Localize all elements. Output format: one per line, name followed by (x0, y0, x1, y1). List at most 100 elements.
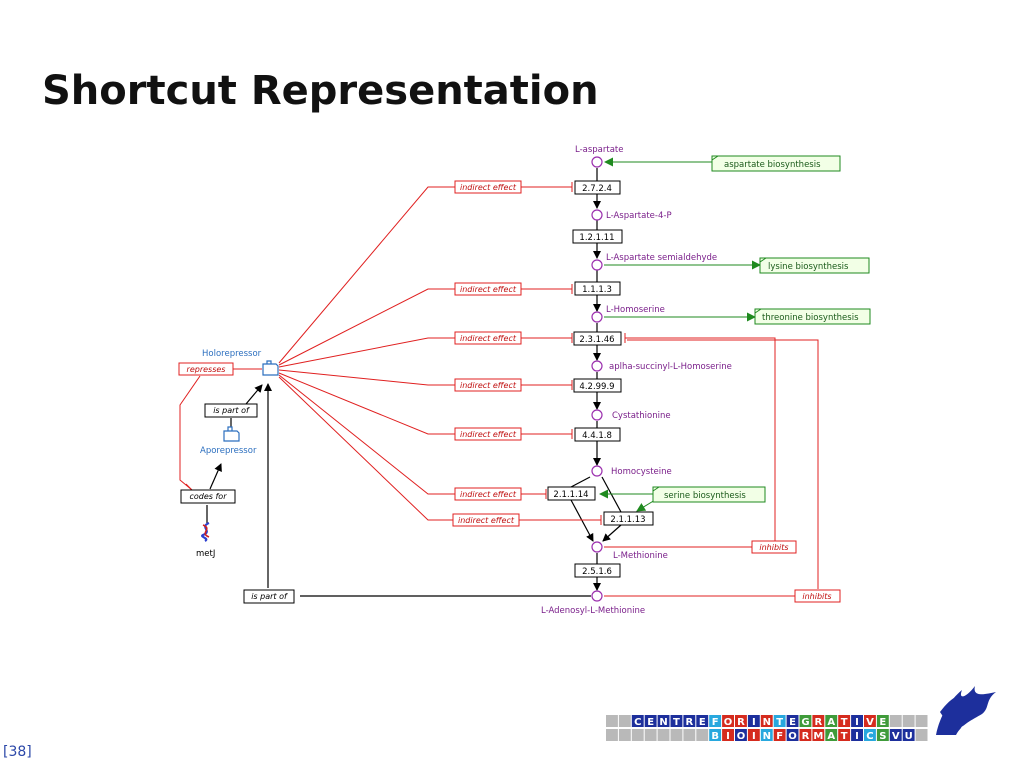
logo-cell (812, 715, 825, 727)
logo-letter: G (801, 717, 809, 728)
metabolite-labels: L-aspartate L-Aspartate-4-P L-Aspartate … (541, 145, 732, 616)
logo-gray-cell (606, 715, 618, 727)
aporepressor-icon (223, 426, 240, 442)
logo-cell (876, 715, 889, 727)
enzyme-2.7.2.4: 2.7.2.4 (574, 180, 621, 195)
edge-codes-for-to-aporepressor (209, 463, 222, 490)
logo-cell (773, 729, 786, 741)
logo-cell (902, 729, 915, 741)
logo-letter: O (724, 717, 733, 728)
label-homocysteine: Homocysteine (611, 467, 672, 477)
logo-letter: N (763, 717, 771, 728)
enzyme-2.1.1.14-label: 2.1.1.14 (553, 490, 588, 500)
label-succinyl-homoserine: aplha-succinyl-L-Homoserine (609, 362, 732, 372)
logo-letter: I (855, 731, 859, 742)
logo-letter: N (763, 731, 771, 742)
pathway-aspartate-biosynthesis: aspartate biosynthesis (711, 155, 841, 172)
edge-homocysteine-to-2.1.1.14 (570, 476, 591, 488)
logo-letter: A (827, 717, 835, 728)
edge-is-part-of-to-holorepressor-small (245, 384, 263, 405)
pathway-boxes: aspartate biosynthesis lysine biosynthes… (652, 155, 871, 503)
logo-letter: R (814, 717, 822, 728)
logo-cell (760, 729, 773, 741)
logo-cell (722, 715, 734, 727)
logo-cell (876, 729, 889, 741)
logo-cell (838, 715, 851, 727)
represses-label: represses (187, 365, 226, 374)
enzyme-2.5.1.6: 2.5.1.6 (574, 563, 621, 578)
line-holo-to-ie5 (278, 372, 455, 435)
logo-letter: I (855, 717, 859, 728)
indirect-effect-5: indirect effect (454, 427, 522, 441)
logo-letter: E (879, 717, 886, 728)
enzyme-4.4.1.8-label: 4.4.1.8 (582, 431, 612, 441)
logo-letter: U (905, 731, 913, 742)
page-bracket-left: [ (3, 744, 9, 760)
enzyme-2.3.1.46-label: 2.3.1.46 (579, 335, 614, 345)
edge-2.1.1.13-to-methionine (602, 524, 622, 542)
inhibits-2: inhibits (794, 589, 841, 603)
logo-cell (851, 729, 863, 741)
node-cystathionine (591, 409, 603, 421)
line-holo-to-ie2 (278, 288, 455, 366)
label-l-methionine: L-Methionine (613, 551, 668, 561)
node-homocysteine (591, 465, 603, 477)
logo-letter: T (841, 717, 848, 728)
line-holo-to-ie1 (278, 186, 455, 364)
aporepressor-node: Aporepressor (200, 426, 257, 456)
label-l-aspartate: L-aspartate (575, 145, 624, 155)
pathway-lysine-biosynthesis-label: lysine biosynthesis (768, 262, 849, 272)
indirect-effect-7: indirect effect (452, 513, 520, 527)
line-inhibits1-to-2.3.1.46 (625, 337, 776, 541)
enzyme-1.1.1.3-label: 1.1.1.3 (582, 285, 612, 295)
enzyme-2.1.1.14: 2.1.1.14 (547, 486, 596, 501)
logo-letter: V (866, 717, 874, 728)
logo-cell (812, 729, 825, 741)
enzyme-1.1.1.3: 1.1.1.3 (574, 281, 621, 296)
label-l-aspartate-semialdehyde: L-Aspartate semialdehyde (606, 253, 717, 263)
label-l-aspartate-4-p: L-Aspartate-4-P (606, 211, 672, 221)
logo-cell (696, 715, 709, 727)
indirect-effect-6-label: indirect effect (460, 490, 517, 499)
logo-gray-cell (618, 715, 631, 727)
logo-gray-cell (670, 729, 683, 741)
logo-letter: F (776, 731, 783, 742)
pathway-threonine-biosynthesis-label: threonine biosynthesis (762, 313, 859, 323)
logo-cell (851, 715, 863, 727)
node-l-homoserine (591, 311, 603, 323)
logo-letter: E (789, 717, 796, 728)
indirect-effect-1-label: indirect effect (460, 183, 517, 192)
logo-gray-cell (683, 729, 696, 741)
enzyme-2.1.1.13: 2.1.1.13 (603, 511, 654, 526)
line-holo-to-ie7 (278, 376, 453, 521)
indirect-effect-4-label: indirect effect (460, 381, 517, 390)
logo-cell (799, 715, 812, 727)
vu-griffin-icon (936, 686, 996, 735)
logo-letter: C (866, 731, 873, 742)
page-number-value: 38 (8, 744, 27, 760)
logo-cell (799, 729, 812, 741)
logo-cell (825, 715, 838, 727)
relation-boxes: is part of codes for is part of (180, 403, 295, 604)
logo-letter: O (737, 731, 746, 742)
logo-cell (760, 715, 773, 727)
logo-letter: T (673, 717, 680, 728)
dna-icon-strand (202, 524, 210, 538)
logo-letter: R (685, 717, 693, 728)
pathway-threonine-biosynthesis: threonine biosynthesis (754, 308, 871, 325)
indirect-effect-1: indirect effect (454, 180, 522, 194)
logo-letter: M (813, 731, 823, 742)
logo-cell (889, 729, 902, 741)
enzyme-4.2.99.9-label: 4.2.99.9 (579, 382, 614, 392)
logo-cell (864, 715, 876, 727)
holorepressor-node: Holorepressor (202, 349, 279, 376)
logo-letter: O (788, 731, 797, 742)
represses-box: represses (178, 362, 234, 376)
logo-letter: I (726, 731, 730, 742)
node-l-aspartate (591, 156, 603, 168)
enzyme-2.7.2.4-label: 2.7.2.4 (582, 184, 612, 194)
codes-for-box: codes for (180, 489, 236, 504)
